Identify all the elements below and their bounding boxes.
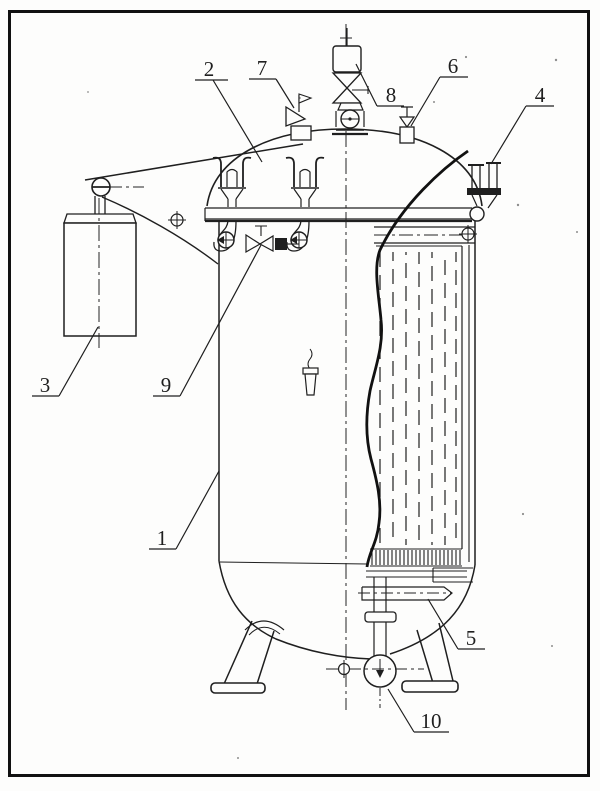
callout-4: 4 [535, 83, 546, 107]
callout-2: 2 [204, 57, 215, 81]
vent-valve [398, 106, 416, 144]
swing-bolt-clamp [212, 156, 252, 252]
break-line [365, 149, 469, 568]
callout-labels: 1 2 3 4 5 6 7 8 9 10 [40, 54, 546, 733]
callout-1: 1 [157, 526, 168, 550]
davit-arm [84, 143, 304, 265]
callout-3: 3 [40, 373, 51, 397]
counterweight [63, 196, 137, 337]
scan-noise [87, 55, 578, 759]
thermowell-fitting [302, 348, 319, 396]
basket-rim [374, 226, 475, 244]
sample-cock [245, 225, 299, 254]
callout-7: 7 [257, 56, 268, 80]
counterweight-rod [94, 196, 106, 214]
basket-perforations [379, 252, 457, 545]
callout-8: 8 [386, 83, 397, 107]
safety-valve-assembly [331, 28, 369, 136]
callout-6: 6 [448, 54, 459, 78]
swing-bolt-clamp [285, 156, 325, 252]
drawing-border [8, 10, 590, 777]
callout-10: 10 [421, 709, 442, 733]
angle-valve [285, 93, 313, 141]
drain-pipe [363, 577, 397, 688]
basket-support-bar [361, 586, 453, 601]
basket-bottom [366, 548, 473, 583]
support-legs [210, 620, 459, 694]
side-nozzle [467, 162, 501, 209]
vessel-body [63, 128, 485, 694]
callout-5: 5 [466, 626, 477, 650]
flange-ring [204, 206, 485, 223]
datum-markers [168, 211, 477, 678]
bottom-head [218, 560, 372, 660]
top-cover [206, 128, 483, 207]
callout-9: 9 [161, 373, 172, 397]
callout-leaders [32, 63, 554, 733]
